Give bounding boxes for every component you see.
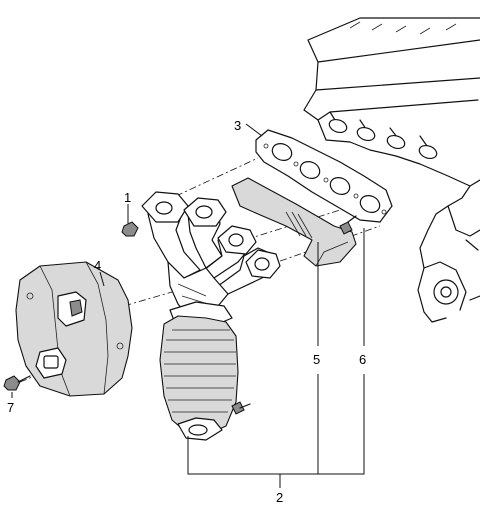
exhaust-manifold-gasket <box>255 129 393 223</box>
callout-7: 7 <box>7 400 14 415</box>
callout-4: 4 <box>94 258 101 273</box>
bolt-7 <box>3 375 31 391</box>
callout-6: 6 <box>359 352 366 367</box>
leader-bracket-2 <box>187 374 365 488</box>
engine-block <box>303 17 480 323</box>
callout-2: 2 <box>276 490 283 505</box>
manifold-heat-protector <box>15 261 133 397</box>
bolt-6 <box>339 215 357 235</box>
callout-5: 5 <box>313 352 320 367</box>
nut-1 <box>121 221 139 237</box>
callout-1: 1 <box>124 190 131 205</box>
assembly-line <box>175 157 259 197</box>
callout-3: 3 <box>234 118 241 133</box>
manifold-heat-shield-upper <box>231 177 357 267</box>
leader-line-4 <box>99 271 105 287</box>
leader-line-3 <box>245 123 263 137</box>
exhaust-manifold-catalytic-converter <box>141 191 281 441</box>
